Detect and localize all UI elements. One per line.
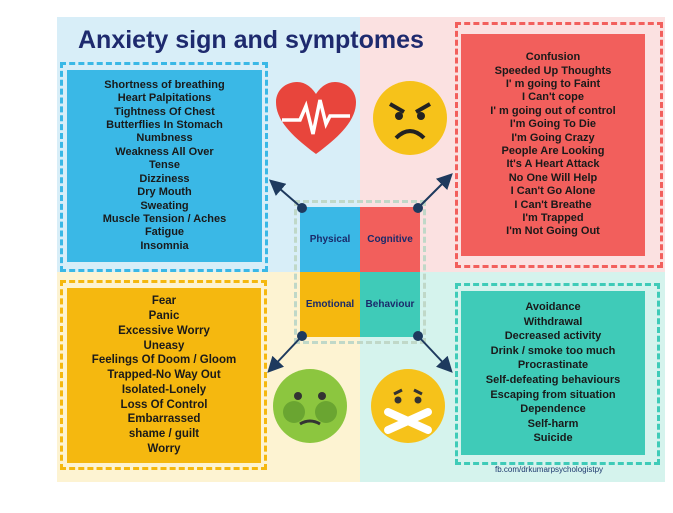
symptom-item: Dependence	[520, 403, 586, 416]
symptom-item: Worry	[147, 443, 181, 456]
symptom-item: I'm Going Crazy	[511, 131, 595, 144]
symptom-item: Numbness	[136, 132, 193, 145]
symptom-item: It's A Heart Attack	[506, 158, 600, 171]
symptom-item: I Can't cope	[522, 91, 584, 104]
label-behaviour: Behaviour	[365, 299, 415, 310]
symptom-item: Fatigue	[144, 226, 185, 239]
label-cognitive: Cognitive	[367, 234, 413, 245]
symptom-item: No One Will Help	[508, 171, 598, 184]
symptom-item: Self-harm	[527, 417, 579, 430]
symptom-item: Embarrassed	[127, 413, 201, 426]
symptom-item: Tightness Of Chest	[114, 105, 215, 118]
symptom-item: I' m going out of control	[490, 104, 616, 117]
credit-text: fb.com/drkumarpsychologistpy	[495, 465, 604, 474]
symptom-item: Feelings Of Doom / Gloom	[91, 354, 237, 367]
symptom-item: Escaping from situation	[490, 388, 616, 401]
symptom-item: Insomnia	[140, 239, 189, 252]
symptom-item: Butterflies In Stomach	[106, 119, 223, 132]
symptom-item: Excessive Worry	[118, 324, 210, 337]
symptom-item: shame / guilt	[128, 428, 200, 441]
page-title: Anxiety sign and symptomes	[78, 26, 424, 54]
symptom-item: Muscle Tension / Aches	[102, 212, 227, 225]
symptom-item: I'm Going To Die	[509, 118, 597, 131]
symptom-item: Speeded Up Thoughts	[494, 64, 612, 77]
symptom-item: Heart Palpitations	[117, 92, 212, 105]
center-frame	[294, 200, 426, 344]
angry-face-icon	[373, 81, 447, 155]
symptom-item: Dizziness	[139, 172, 190, 185]
symptom-item: Confusion	[525, 51, 581, 64]
center-cognitive: Cognitive	[360, 207, 420, 272]
symptom-item: Avoidance	[525, 301, 581, 314]
heart-pulse-icon	[276, 82, 356, 154]
symptom-item: Trapped-No Way Out	[107, 369, 221, 382]
label-physical: Physical	[309, 234, 351, 245]
symptom-item: I Can't Breathe	[514, 198, 592, 211]
symptom-item: Sweating	[140, 199, 189, 212]
symptom-item: Decreased activity	[504, 330, 602, 343]
symptom-item: Shortness of breathing	[104, 78, 225, 91]
symptom-item: Isolated-Lonely	[121, 383, 207, 396]
symptom-item: Dry Mouth	[137, 186, 192, 199]
symptom-item: Panic	[148, 309, 180, 322]
symptom-item: Loss Of Control	[120, 398, 208, 411]
symptom-item: I' m going to Faint	[505, 77, 601, 90]
symptom-item: Drink / smoke too much	[490, 344, 616, 357]
emotional-frame	[60, 280, 267, 470]
symptom-item: I Can't Go Alone	[510, 185, 596, 198]
center-physical: Physical	[300, 207, 360, 272]
behaviour-frame	[455, 283, 660, 465]
symptom-item: Uneasy	[143, 339, 185, 352]
center-behaviour: Behaviour	[360, 272, 420, 337]
center-emotional: Emotional	[300, 272, 360, 337]
symptom-item: People Are Looking	[501, 145, 605, 157]
symptom-item: Fear	[151, 295, 177, 308]
symptom-item: Self-defeating behaviours	[485, 374, 621, 386]
symptom-item: I'm Not Going Out	[506, 225, 600, 238]
silenced-face-icon	[371, 369, 445, 443]
sick-face-icon	[273, 369, 347, 443]
symptom-item: Suicide	[533, 432, 573, 445]
physical-frame	[60, 62, 268, 272]
cognitive-frame	[455, 22, 663, 268]
symptom-item: Procrastinate	[517, 359, 589, 372]
symptom-item: Weakness All Over	[115, 145, 214, 158]
label-emotional: Emotional	[305, 299, 355, 310]
symptom-item: Tense	[149, 159, 180, 172]
symptom-item: Withdrawal	[523, 315, 583, 328]
symptom-item: I'm Trapped	[522, 212, 584, 225]
